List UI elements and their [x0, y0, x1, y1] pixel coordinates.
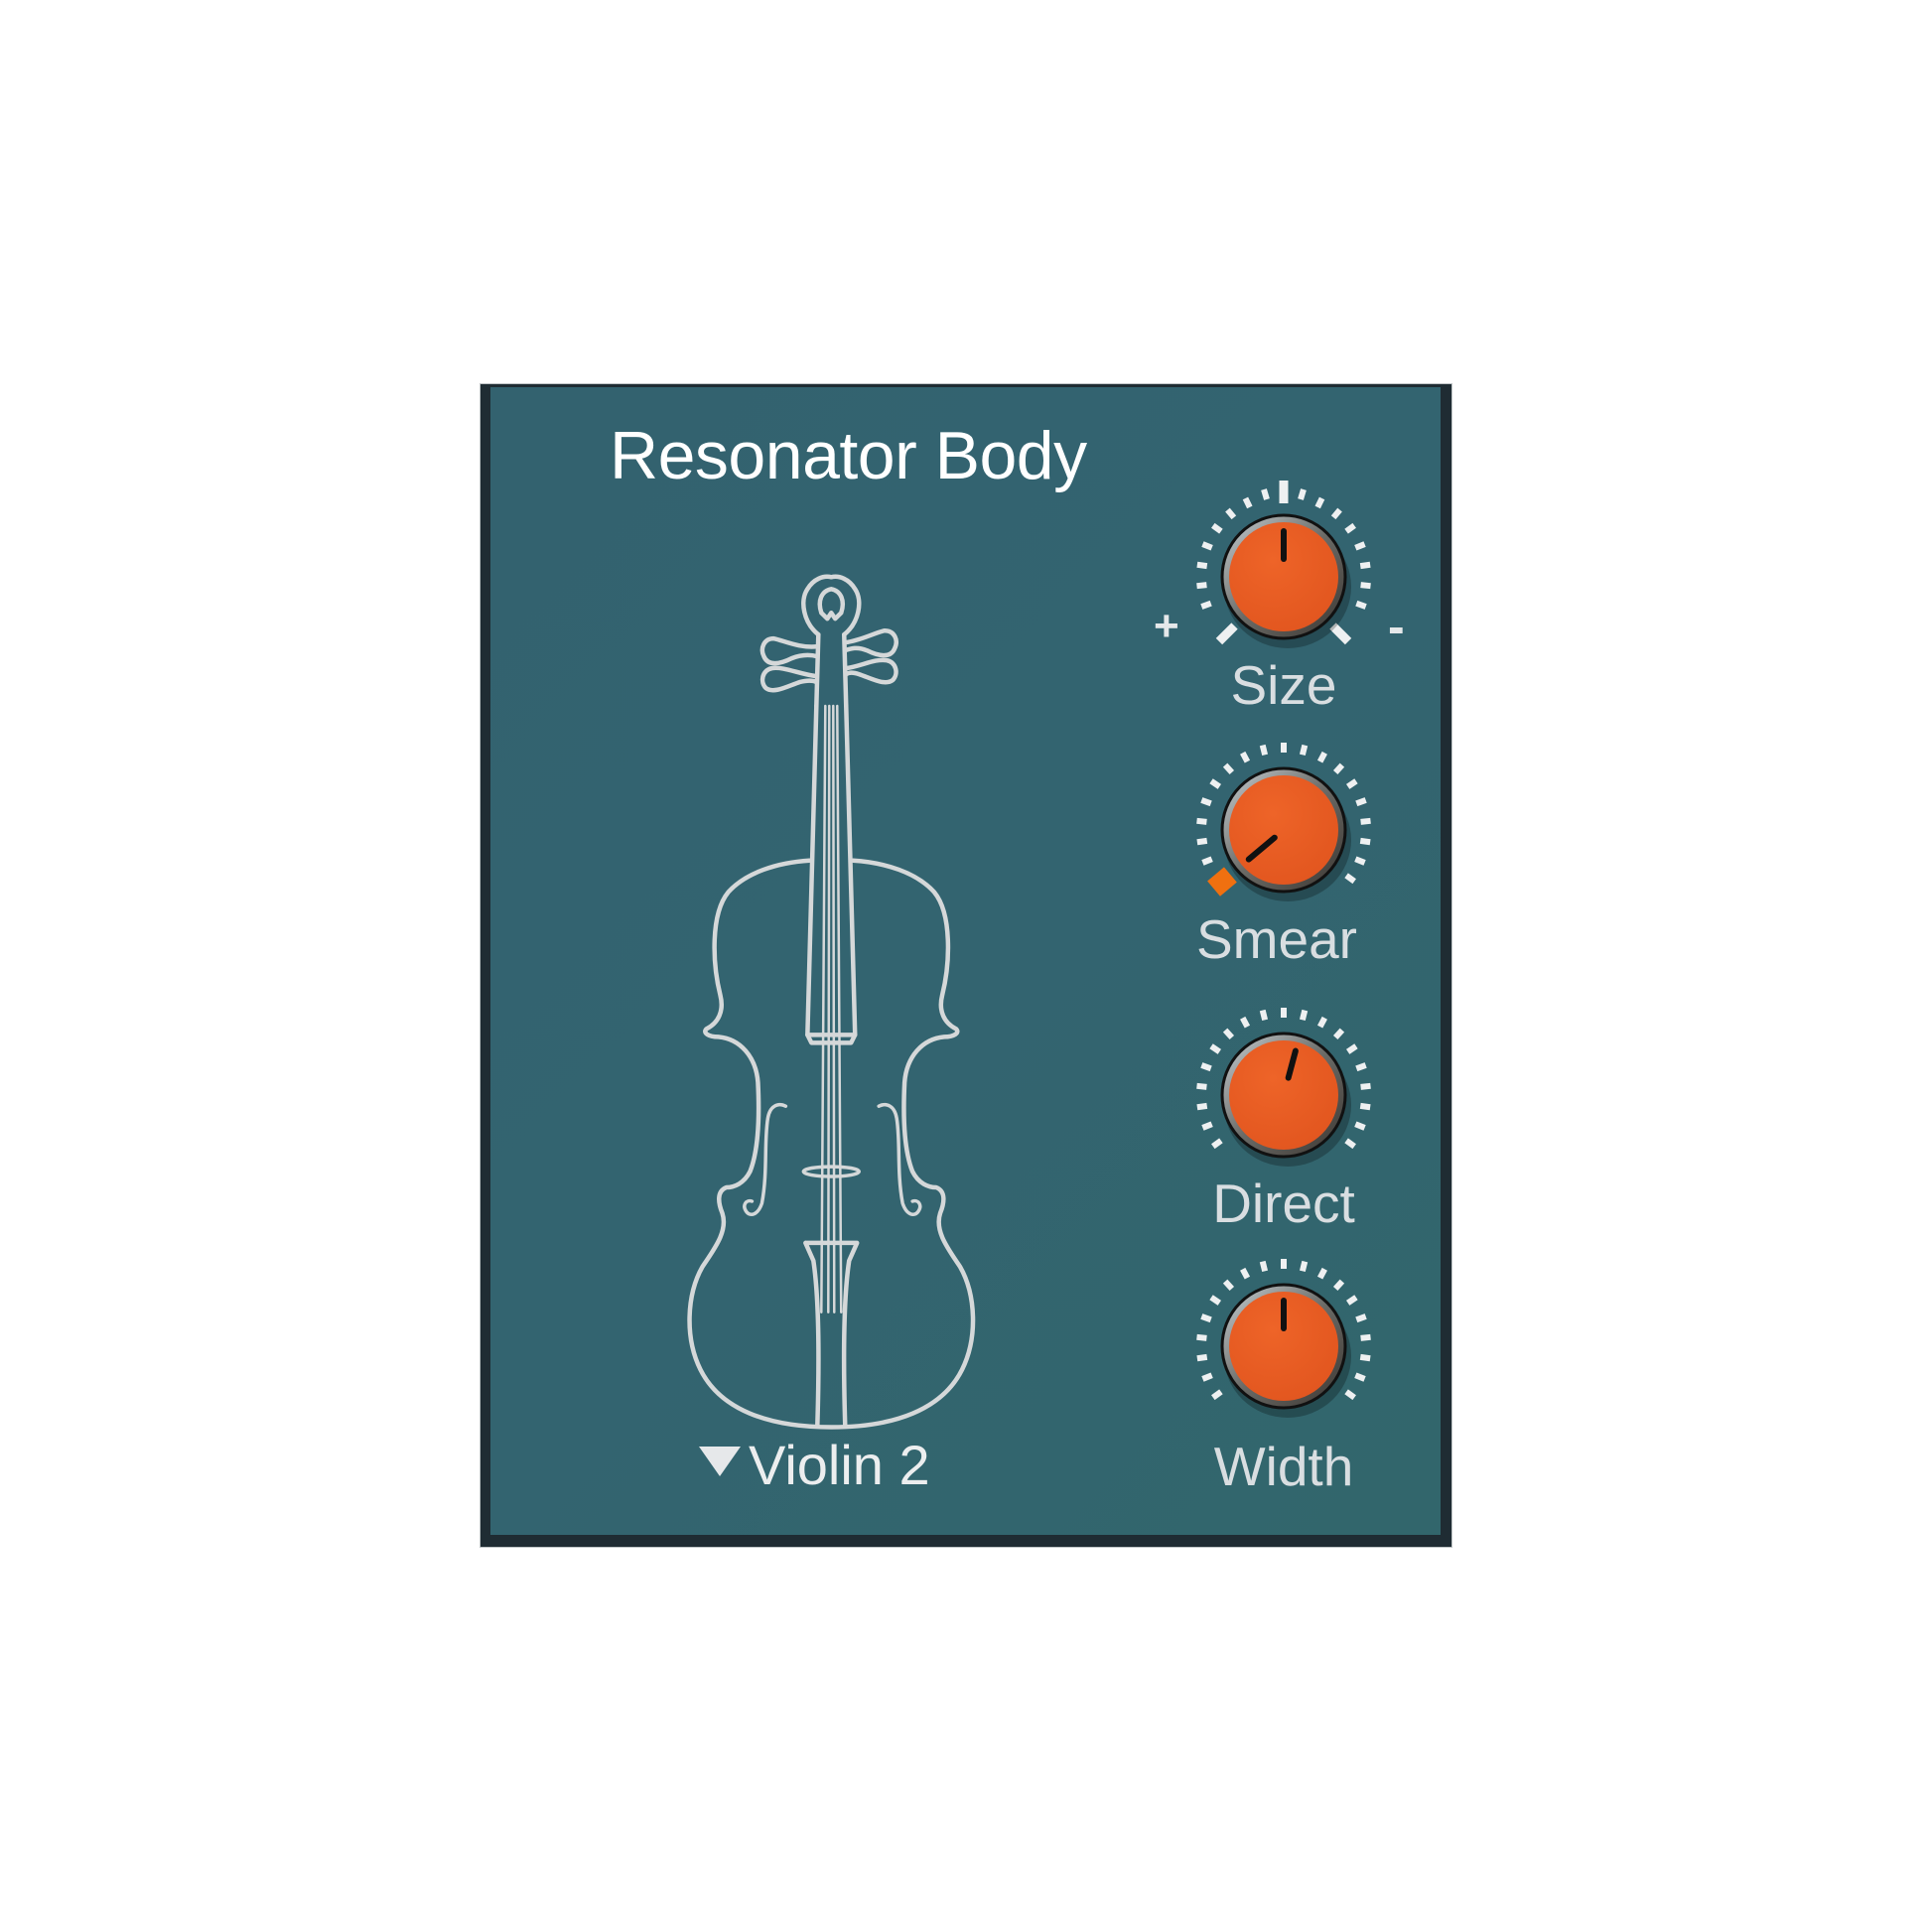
- size-label: Size: [1230, 654, 1337, 716]
- panel-frame: Resonator Body: [481, 384, 1451, 1547]
- panel-face: Resonator Body: [490, 387, 1441, 1535]
- width-knob[interactable]: [1165, 1227, 1403, 1465]
- direct-knob[interactable]: [1165, 976, 1403, 1214]
- size-knob[interactable]: [1165, 458, 1403, 696]
- preset-dropdown-value: Violin 2: [749, 1433, 930, 1496]
- width-scale-ticks: [1196, 1259, 1371, 1401]
- direct-pointer: [1285, 1047, 1299, 1081]
- resonator-body-panel: Resonator Body: [480, 383, 1452, 1548]
- direct-scale-ticks: [1196, 1008, 1371, 1150]
- smear-label: Smear: [1196, 908, 1357, 970]
- triangle-down-icon: [699, 1447, 741, 1476]
- size-scale-ticks: [1196, 481, 1371, 645]
- preset-dropdown[interactable]: Violin 2: [699, 1430, 930, 1499]
- size-plus-label: +: [1154, 602, 1179, 650]
- width-label: Width: [1213, 1436, 1354, 1497]
- smear-min-indicator: [1207, 867, 1237, 897]
- size-minus-label: -: [1388, 599, 1405, 654]
- smear-scale-ticks: [1196, 743, 1371, 885]
- direct-label: Direct: [1212, 1173, 1355, 1234]
- smear-pointer: [1245, 834, 1278, 863]
- smear-knob[interactable]: [1165, 711, 1403, 949]
- panel-title: Resonator Body: [610, 418, 1087, 493]
